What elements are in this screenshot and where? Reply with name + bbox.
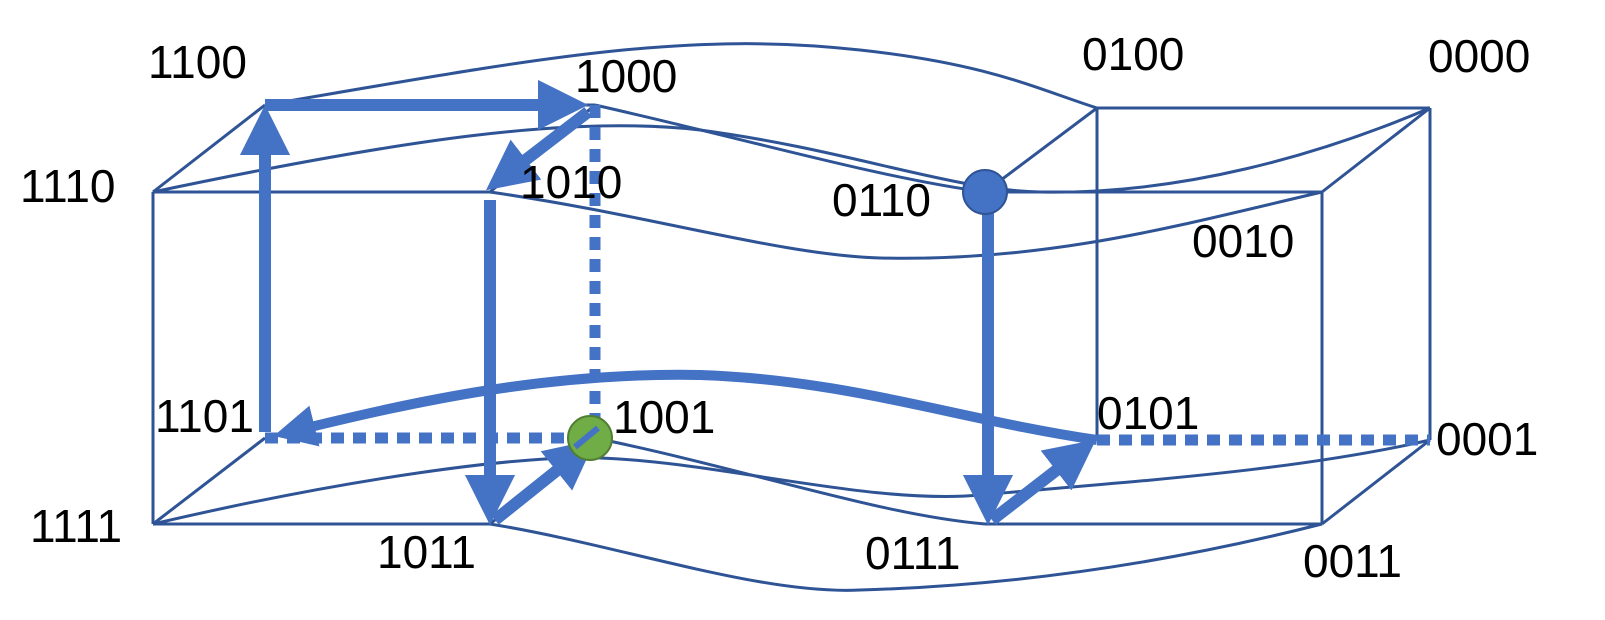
path-arrow-1000-1010 (486, 107, 592, 191)
path-arrow-0111-0101 (988, 439, 1096, 525)
node-label-0000: 0000 (1428, 30, 1530, 82)
inter-cube-connections (152, 42, 1431, 592)
end-node-arrow-tip (573, 425, 600, 450)
wave-1100-0100 (264, 42, 1098, 110)
wave-1011-0011 (489, 522, 1323, 592)
path-arrow-1011-1001 (491, 439, 596, 525)
end-node-marker (567, 415, 613, 461)
node-label-0001: 0001 (1436, 413, 1538, 465)
wave-1110-0000 (152, 106, 1431, 194)
wave-1111-0001 (152, 438, 1431, 526)
node-label-1100: 1100 (148, 36, 247, 88)
node-label-0011: 0011 (1303, 535, 1402, 587)
dotted-edges (265, 105, 1430, 446)
node-label-0101: 0101 (1097, 387, 1199, 439)
wave-1000-0110 (594, 103, 986, 194)
edge-0000-0010 (1321, 106, 1431, 194)
path-arrow-0101-1101 (273, 369, 1098, 447)
start-node-marker (962, 169, 1008, 215)
node-label-1011: 1011 (377, 526, 476, 578)
node-label-1001: 1001 (613, 391, 715, 443)
node-label-0111: 0111 (865, 527, 961, 579)
node-label-1010: 1010 (520, 156, 622, 208)
wave-1001-0111 (594, 436, 986, 526)
node-label-0010: 0010 (1192, 215, 1294, 267)
wave-1010-0010 (489, 190, 1323, 260)
node-labels: 1100 1000 1110 1010 0100 0000 0110 0010 … (20, 28, 1538, 587)
node-label-1000: 1000 (575, 50, 677, 102)
edge-1101-1111 (152, 436, 266, 526)
edge-0001-0011 (1321, 438, 1431, 526)
node-label-0100: 0100 (1082, 28, 1184, 80)
edge-0100-0110 (984, 106, 1098, 194)
highlighted-path (239, 79, 1098, 526)
node-label-1110: 1110 (20, 160, 116, 212)
node-label-1111: 1111 (30, 500, 122, 552)
node-label-1101: 1101 (155, 390, 254, 442)
node-label-0110: 0110 (832, 174, 931, 226)
right-cube (984, 106, 1432, 526)
